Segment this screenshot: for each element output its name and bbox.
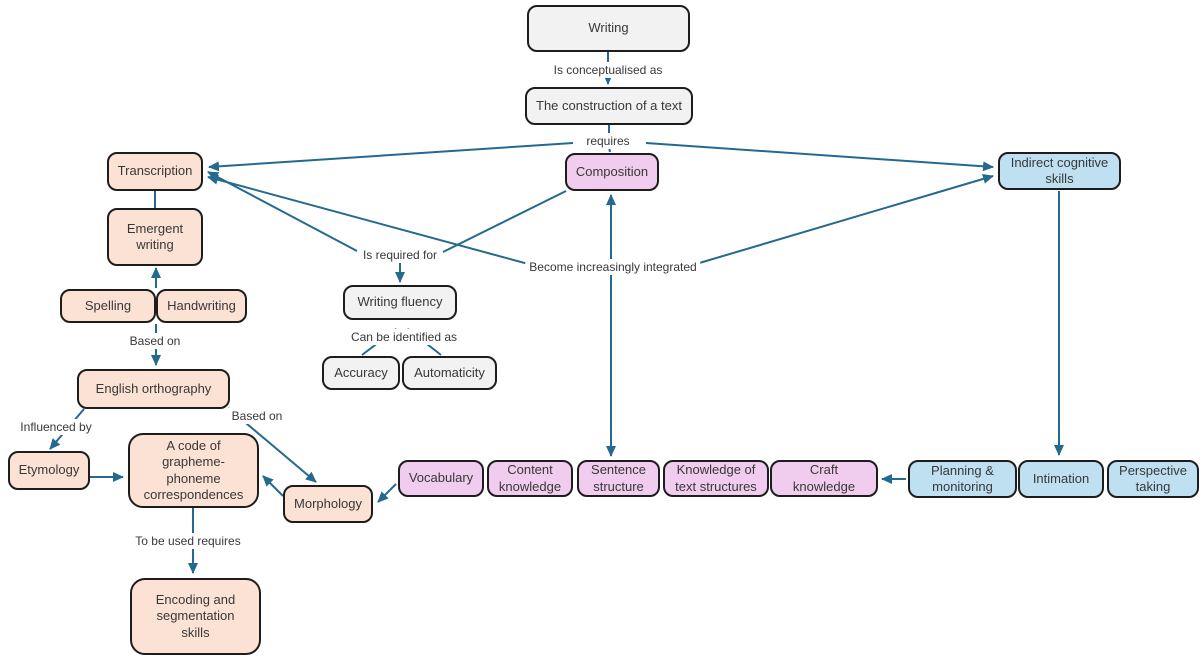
edge-requires-transcription [208,142,574,172]
edge-vocabulary-morphology [377,483,397,503]
node-content-knowledge: Content knowledge [487,460,573,497]
node-intimation: Intimation [1018,460,1104,498]
edge-label-requires: requires [582,133,634,149]
edge-label-is-required-for: Is required for [358,247,442,263]
edge-label-based-on-orthography: Based on [227,408,287,424]
node-transcription: Transcription [107,152,203,191]
edge-transcription-isrequiredfor [207,171,358,252]
edge-label-based-on-spelling: Based on [125,333,185,349]
edge-label-to-be-used-requires: To be used requires [131,533,245,549]
node-vocabulary: Vocabulary [398,460,484,497]
node-handwriting: Handwriting [156,289,247,323]
node-craft-knowledge: Craft knowledge [770,460,878,497]
node-composition: Composition [565,153,659,191]
edge-become-indirect [695,174,994,265]
node-encoding-segmentation-skills: Encoding and segmentation skills [130,578,261,655]
edge-label-can-be-identified-as: Can be identified as [346,329,462,345]
edge-become-transcription [207,174,533,266]
node-accuracy: Accuracy [322,356,400,390]
node-writing: Writing [527,5,690,52]
node-perspective-taking: Perspective taking [1107,460,1199,498]
node-etymology: Etymology [8,451,90,490]
node-indirect-cognitive-skills: Indirect cognitive skills [998,152,1121,190]
edge-morphology-code [262,475,284,497]
node-morphology: Morphology [283,485,373,523]
edge-label-is-conceptualised-as: Is conceptualised as [549,62,667,78]
node-planning-monitoring: Planning & monitoring [908,460,1017,498]
node-sentence-structure: Sentence structure [577,460,660,497]
node-spelling: Spelling [60,289,156,323]
node-emergent-writing: Emergent writing [107,208,203,266]
edge-label-influenced-by: Influenced by [16,419,96,435]
edge-composition-isrequiredfor [442,190,567,253]
node-code-grapheme-phoneme: A code of grapheme-phoneme correspondenc… [128,433,259,508]
edge-requires-indirect [645,142,994,172]
node-writing-fluency: Writing fluency [343,285,457,320]
node-english-orthography: English orthography [77,369,230,409]
node-construction-of-a-text: The construction of a text [525,87,693,125]
node-automaticity: Automaticity [402,356,497,390]
node-knowledge-of-text-structures: Knowledge of text structures [663,460,769,497]
edge-label-become-increasingly-integrated: Become increasingly integrated [525,259,701,275]
